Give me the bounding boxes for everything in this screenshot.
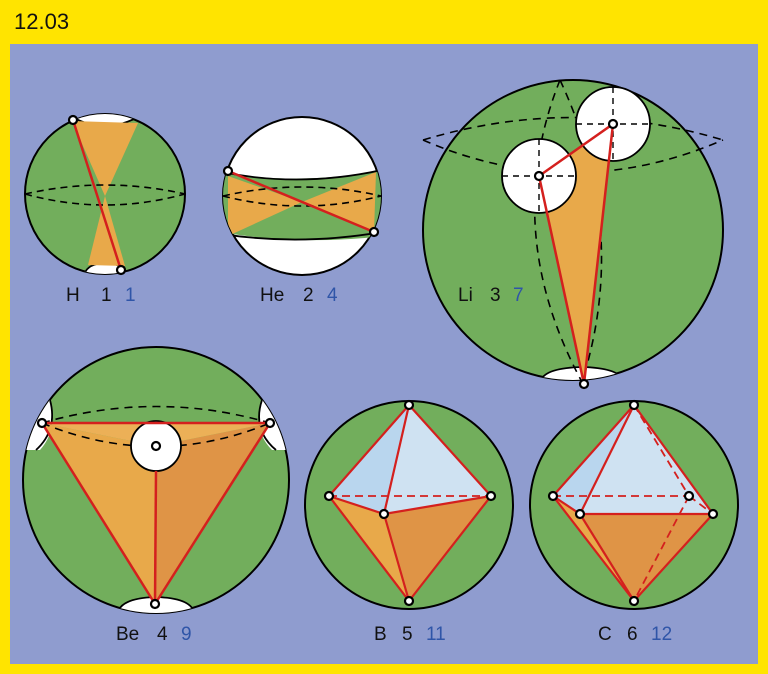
sphere-he [222,116,382,276]
sphere-he-orange-wedge [302,172,376,232]
sphere-li-edges [537,121,615,385]
sphere-he-diameter [227,169,375,234]
sphere-h-equator-back [24,184,186,195]
sphere-he-equator [222,195,382,207]
sphere-h-cap-bottom [82,262,128,274]
sphere-be-point [264,417,276,429]
label-b: B 5 11 [374,624,446,645]
sphere-c-edges [552,404,714,602]
label-c-symbol: C [598,624,612,645]
sphere-c [529,399,739,610]
sphere-c-point [707,508,719,520]
sphere-h [24,113,186,276]
sphere-h-point [115,264,127,276]
sphere-h-point [67,114,79,126]
sphere-be-equator-back [41,405,271,424]
sphere-c-face-blue-left [553,405,634,514]
header-bar: 12.03 [0,0,768,44]
sphere-h-diameter [71,119,123,271]
sphere-be-point [150,440,162,452]
sphere-c-point [574,508,586,520]
label-li-number: 3 [490,285,501,306]
sphere-li-point [533,170,545,182]
sphere-b-edges [328,404,492,602]
sphere-h-equator [24,193,186,206]
sphere-b [304,399,514,610]
label-h-number: 1 [101,285,112,306]
sphere-c-point [628,595,640,607]
label-he-number: 2 [303,285,314,306]
sphere-li-meridian [533,79,583,383]
label-he: He 2 4 [260,285,338,306]
sphere-li-point [578,378,590,390]
sphere-be [22,346,290,614]
label-he-symbol: He [260,285,284,306]
label-h-symbol: H [66,285,80,306]
sphere-h-orange-wedge [72,121,138,196]
sphere-he-orange-wedge [228,176,302,236]
sphere-be-point [36,417,48,429]
sphere-li [422,79,724,390]
sphere-b-point [403,595,415,607]
sphere-c-point [683,490,695,502]
sphere-b-point [378,508,390,520]
sphere-c-point [628,399,640,411]
sphere-b-point [323,490,335,502]
label-b-number: 5 [402,624,413,645]
label-li-count: 7 [513,285,524,306]
label-c: C 6 12 [598,624,672,645]
sphere-he-equator-back [222,186,382,197]
label-he-count: 4 [327,285,338,306]
label-c-number: 6 [627,624,638,645]
sphere-b-face-blue-left [329,405,409,514]
sphere-he-point [222,165,234,177]
sphere-he-point [368,226,380,238]
label-h: H 1 1 [66,285,136,306]
sphere-be-edges [40,421,272,605]
label-be-symbol: Be [116,624,139,645]
label-h-count: 1 [125,285,136,306]
label-be-number: 4 [157,624,168,645]
sphere-li-point [607,118,619,130]
sphere-b-face-orange-right [384,496,491,601]
label-b-count: 11 [426,624,446,645]
sphere-c-face-blue-right [580,405,713,514]
sphere-c-point [547,490,559,502]
sphere-be-point [149,598,161,610]
label-b-symbol: B [374,624,387,645]
label-be: Be 4 9 [116,624,192,645]
sphere-b-face-blue-right [384,405,491,514]
sphere-h-orange-wedge-lower [88,196,125,266]
label-li-symbol: Li [458,285,473,306]
label-li: Li 3 7 [458,285,524,306]
label-be-count: 9 [181,624,192,645]
label-c-count: 12 [651,624,672,645]
sphere-b-point [485,490,497,502]
sphere-he-lower-rim [223,231,381,241]
sphere-b-point [403,399,415,411]
figure-number: 12.03 [14,9,70,34]
sphere-c-face-orange-right [580,514,713,601]
